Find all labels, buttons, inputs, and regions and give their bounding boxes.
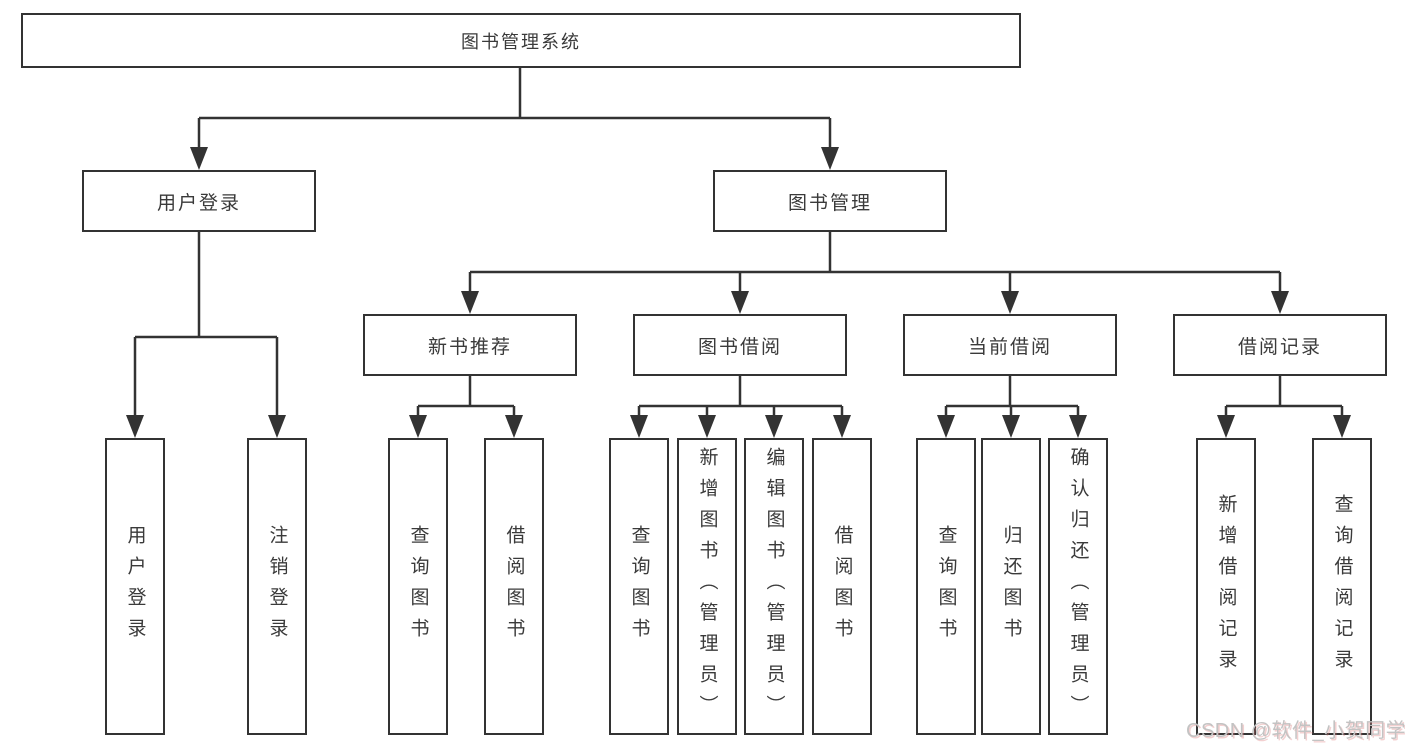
leaf-label: 编辑图书（管理员） — [763, 447, 785, 726]
leaf-label: 归还图书 — [1000, 524, 1022, 649]
leaf-label: 新增借阅记录 — [1215, 493, 1237, 680]
leaf-borrow-books: 借阅图书 — [812, 438, 872, 735]
node-new-book-recommendation: 新书推荐 — [363, 314, 577, 376]
node-book-borrowing: 图书借阅 — [633, 314, 847, 376]
node-label: 当前借阅 — [967, 336, 1052, 358]
leaf-return-books: 归还图书 — [981, 438, 1041, 735]
leaf-label: 查询图书 — [407, 524, 429, 649]
leaf-borrow-books-recommend: 借阅图书 — [484, 438, 544, 735]
leaf-label: 查询图书 — [935, 524, 957, 649]
leaf-label: 借阅图书 — [503, 524, 525, 649]
leaf-add-borrow-record: 新增借阅记录 — [1196, 438, 1256, 735]
leaf-confirm-return-admin: 确认归还（管理员） — [1048, 438, 1108, 735]
node-book-management: 图书管理 — [713, 170, 947, 232]
leaf-label: 查询借阅记录 — [1331, 493, 1353, 680]
node-label: 图书管理系统 — [461, 31, 581, 52]
leaf-query-books-borrow: 查询图书 — [609, 438, 669, 735]
leaf-label: 确认归还（管理员） — [1067, 447, 1089, 726]
leaf-logout: 注销登录 — [247, 438, 307, 735]
node-label: 用户登录 — [156, 192, 241, 214]
leaf-query-books-current: 查询图书 — [916, 438, 976, 735]
leaf-label: 用户登录 — [124, 524, 146, 649]
leaf-add-book-admin: 新增图书（管理员） — [677, 438, 737, 735]
node-label: 图书借阅 — [697, 336, 782, 358]
leaf-label: 借阅图书 — [831, 524, 853, 649]
leaf-edit-book-admin: 编辑图书（管理员） — [744, 438, 804, 735]
node-library-management-system: 图书管理系统 — [21, 13, 1021, 68]
leaf-user-login: 用户登录 — [105, 438, 165, 735]
csdn-watermark: CSDN @软件_小贺同学 — [1186, 720, 1405, 742]
arrowheads — [126, 147, 1351, 438]
node-borrowing-records: 借阅记录 — [1173, 314, 1387, 376]
leaf-query-books-recommend: 查询图书 — [388, 438, 448, 735]
leaf-query-borrow-record: 查询借阅记录 — [1312, 438, 1372, 735]
node-current-borrowing: 当前借阅 — [903, 314, 1117, 376]
node-label: 图书管理 — [787, 192, 872, 214]
node-label: 借阅记录 — [1237, 336, 1322, 358]
node-label: 新书推荐 — [427, 336, 512, 358]
leaf-label: 新增图书（管理员） — [696, 447, 718, 726]
node-user-login: 用户登录 — [82, 170, 316, 232]
leaf-label: 注销登录 — [266, 524, 288, 649]
leaf-label: 查询图书 — [628, 524, 650, 649]
